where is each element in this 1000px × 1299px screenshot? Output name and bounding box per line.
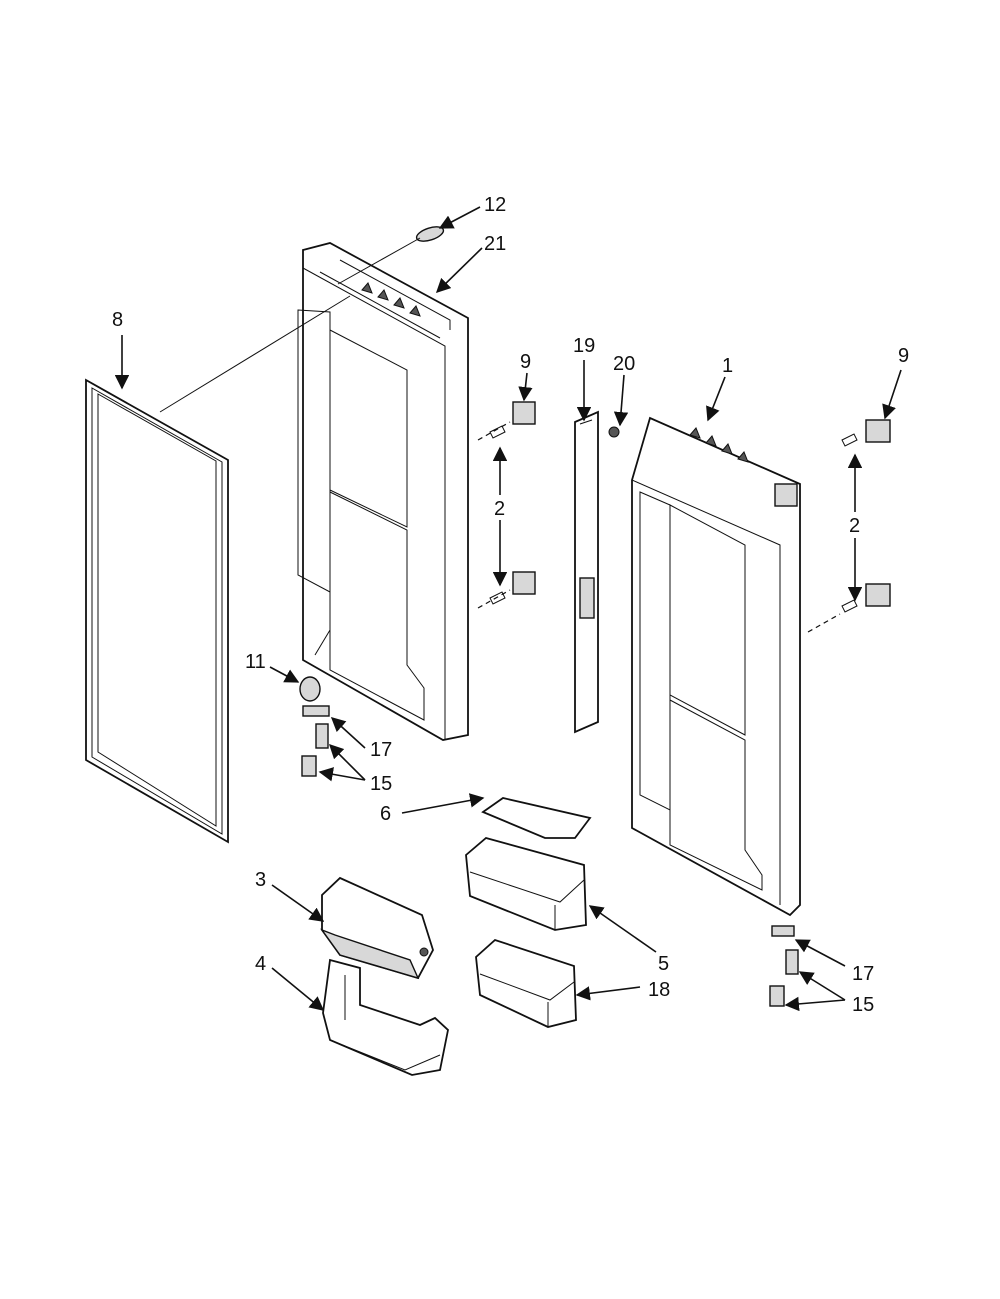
right-closer-hardware [769,925,799,1007]
leader-4 [271,967,325,1011]
left-door-liner [297,242,469,741]
callout-15-left: 15 [370,773,392,795]
leader-17a [330,717,366,749]
callout-labels: 12 21 8 9 19 20 1 9 2 2 11 17 15 6 3 4 5… [112,194,909,1016]
callout-3: 3 [255,869,266,891]
leader-21 [435,247,483,294]
leader-9b [882,369,902,420]
callout-19: 19 [573,335,595,357]
right-hinge-set [807,419,891,633]
callout-4: 4 [255,953,266,975]
leader-9a [518,372,533,402]
door-trim-strip [574,410,620,734]
callout-17-left: 17 [370,739,392,761]
leader-6 [401,793,485,814]
door-gasket [85,378,229,844]
leader-15b-2 [784,996,846,1012]
leader-18 [575,986,641,1001]
leader-12 [438,206,481,229]
left-hinge-set [477,401,536,609]
dairy-bin [322,958,449,1076]
bin-cover [481,797,592,839]
callout-1: 1 [722,355,733,377]
callout-9-right: 9 [898,345,909,367]
leader-3 [271,884,325,922]
leader-17b [794,939,846,967]
leader-1 [706,376,726,422]
callout-12: 12 [484,194,506,216]
leader-15a-1 [328,743,366,781]
callout-20: 20 [613,353,635,375]
callout-8: 8 [112,309,123,331]
callout-9-left: 9 [520,351,531,373]
dairy-door [320,876,434,980]
callout-5: 5 [658,953,669,975]
leader-15b-1 [798,971,846,1001]
leader-11 [269,666,300,683]
door-bin-upper [465,837,587,931]
callout-18: 18 [648,979,670,1001]
callout-6: 6 [380,803,391,825]
badge-part [415,226,445,242]
leader-lines [114,206,902,1012]
leader-15a-2 [318,767,366,782]
leader-20 [613,374,629,427]
callout-2-right: 2 [849,515,860,537]
callout-17-right: 17 [852,963,874,985]
callout-15-right: 15 [852,994,874,1016]
callout-11: 11 [245,651,266,673]
right-door-liner [631,416,801,917]
door-bin-lower [475,938,577,1028]
leader-5 [588,905,657,953]
callout-21: 21 [484,233,506,255]
callout-2-left: 2 [494,498,505,520]
left-closer-hardware [299,676,330,777]
